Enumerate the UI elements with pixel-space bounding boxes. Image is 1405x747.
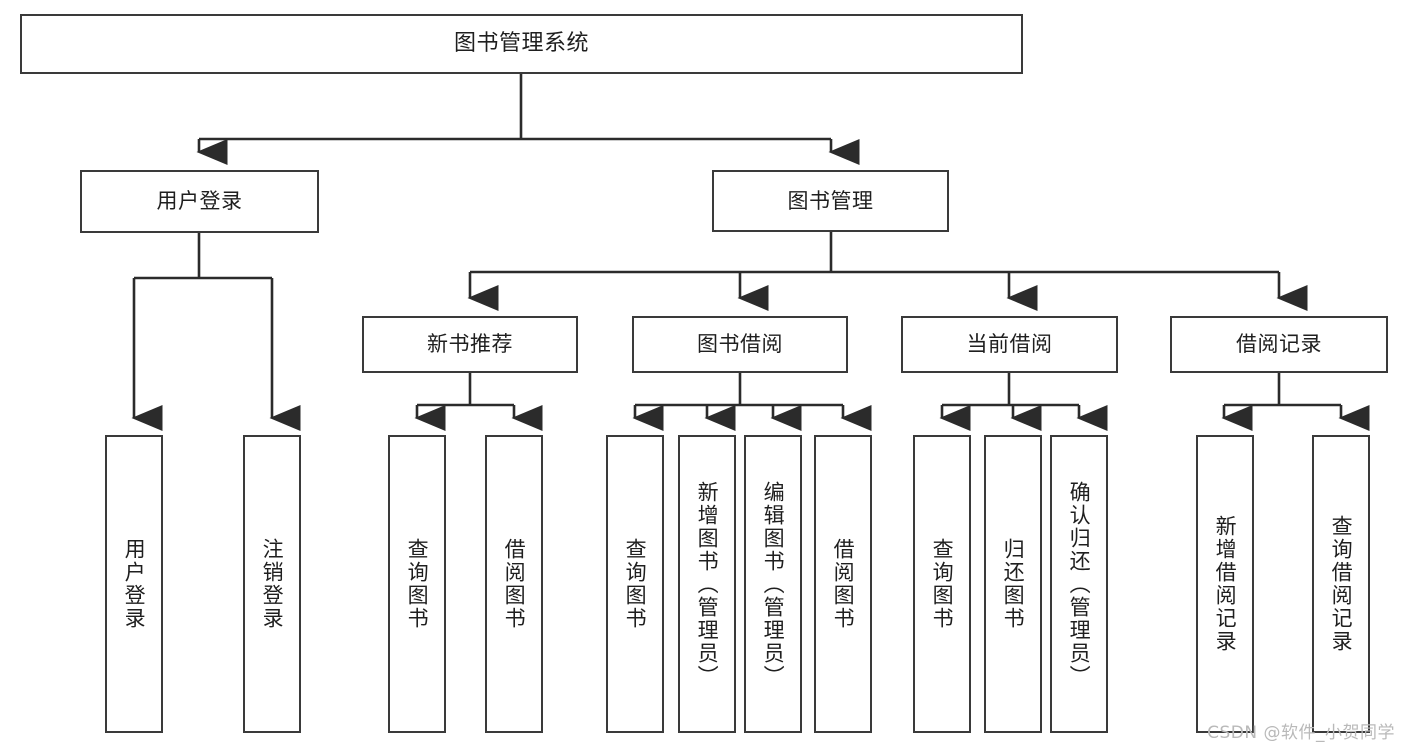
node-label: 图书借阅	[697, 332, 783, 357]
node-label: 图书管理系统	[453, 31, 589, 57]
node-leaf-confirm-return[interactable]: 确认归还（管理员）	[1050, 435, 1108, 733]
node-label: 确认归还（管理员）	[1067, 480, 1092, 688]
node-book-borrow[interactable]: 图书借阅	[632, 316, 848, 373]
node-label: 查询图书	[623, 538, 648, 630]
node-book-management[interactable]: 图书管理	[712, 170, 949, 232]
node-leaf-borrow-book-1[interactable]: 借阅图书	[485, 435, 543, 733]
node-current-borrow[interactable]: 当前借阅	[901, 316, 1118, 373]
node-label: 用户登录	[122, 538, 147, 630]
node-label: 编辑图书（管理员）	[761, 480, 786, 688]
node-borrow-record[interactable]: 借阅记录	[1170, 316, 1388, 373]
node-label: 用户登录	[156, 189, 243, 214]
node-label: 借阅图书	[502, 538, 527, 630]
node-leaf-logout-login[interactable]: 注销登录	[243, 435, 301, 733]
node-leaf-query-book-3[interactable]: 查询图书	[913, 435, 971, 733]
node-root-system[interactable]: 图书管理系统	[20, 14, 1023, 74]
node-user-login[interactable]: 用户登录	[80, 170, 319, 233]
node-label: 图书管理	[787, 188, 874, 213]
node-label: 新书推荐	[427, 332, 513, 357]
node-new-book-recommend[interactable]: 新书推荐	[362, 316, 578, 373]
node-label: 注销登录	[260, 538, 285, 630]
node-leaf-edit-book[interactable]: 编辑图书（管理员）	[744, 435, 802, 733]
node-leaf-borrow-book-2[interactable]: 借阅图书	[814, 435, 872, 733]
node-leaf-return-book[interactable]: 归还图书	[984, 435, 1042, 733]
node-leaf-user-login[interactable]: 用户登录	[105, 435, 163, 733]
node-leaf-add-book[interactable]: 新增图书（管理员）	[678, 435, 736, 733]
node-label: 查询借阅记录	[1329, 515, 1354, 653]
node-label: 借阅记录	[1236, 332, 1322, 357]
node-label: 归还图书	[1001, 538, 1026, 630]
node-leaf-query-book-2[interactable]: 查询图书	[606, 435, 664, 733]
node-leaf-add-record[interactable]: 新增借阅记录	[1196, 435, 1254, 733]
node-label: 新增借阅记录	[1213, 515, 1238, 653]
node-leaf-query-record[interactable]: 查询借阅记录	[1312, 435, 1370, 733]
node-label: 新增图书（管理员）	[695, 480, 720, 688]
node-label: 查询图书	[930, 538, 955, 630]
csdn-watermark: CSDN @软件_小贺同学	[1207, 723, 1395, 743]
node-label: 查询图书	[405, 538, 430, 630]
node-leaf-query-book-1[interactable]: 查询图书	[388, 435, 446, 733]
node-label: 借阅图书	[831, 538, 856, 630]
node-label: 当前借阅	[966, 332, 1053, 357]
